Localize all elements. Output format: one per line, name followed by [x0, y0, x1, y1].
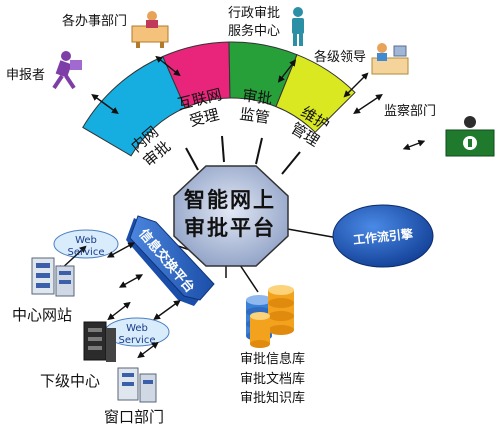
info-exchange-platform[interactable] — [126, 215, 215, 306]
workflow-engine[interactable] — [332, 204, 434, 268]
flow-arrows — [57, 55, 426, 359]
hub-line-2: 审批平台 — [184, 215, 276, 241]
departments-icon — [131, 11, 169, 48]
hub-line-1: 智能网上 — [184, 187, 276, 212]
leaders-icon — [371, 43, 409, 75]
platform-hub[interactable] — [173, 165, 289, 267]
web-service-2-line-2: Service — [118, 334, 156, 346]
window-dept-label: 窗口部门 — [104, 408, 165, 426]
sub-center-server-icon — [83, 321, 116, 362]
db-docs-label: 审批文档库 — [240, 371, 306, 387]
central-site-server-icon — [31, 257, 75, 297]
database-labels: 审批信息库 审批文档库 审批知识库 — [240, 350, 305, 409]
departments-label: 各办事部门 — [62, 14, 128, 29]
segment-supervision-label: 审批 监管 — [234, 85, 279, 128]
db-knowledge-label: 审批知识库 — [240, 391, 306, 406]
applicant-label: 申报者 — [6, 68, 46, 83]
window-dept-server-icon — [117, 367, 157, 403]
leaders-label: 各级领导 — [314, 50, 367, 65]
sub-center-label: 下级中心 — [40, 372, 101, 390]
db-info-label: 审批信息库 — [240, 352, 306, 367]
supervision-icon — [445, 116, 495, 157]
admin-center-person-icon — [292, 7, 304, 46]
web-service-1-line-1: Web — [75, 235, 97, 246]
web-service-2-line-1: Web — [126, 323, 148, 334]
database-stack-icon — [246, 285, 294, 348]
central-site-label: 中心网站 — [12, 306, 73, 324]
web-service-1-line-2: Service — [67, 246, 105, 258]
web-service-label-1: Web Service — [56, 235, 116, 258]
supervision-label: 监察部门 — [384, 104, 437, 119]
arc-spokes — [185, 135, 301, 175]
applicant-icon — [52, 51, 82, 90]
platform-hub-label: 智能网上 审批平台 — [172, 186, 288, 243]
admin-center-label-2: 服务中心 — [228, 24, 281, 39]
admin-center-label-1: 行政审批 — [228, 6, 281, 21]
web-service-label-2: Web Service — [107, 323, 167, 346]
